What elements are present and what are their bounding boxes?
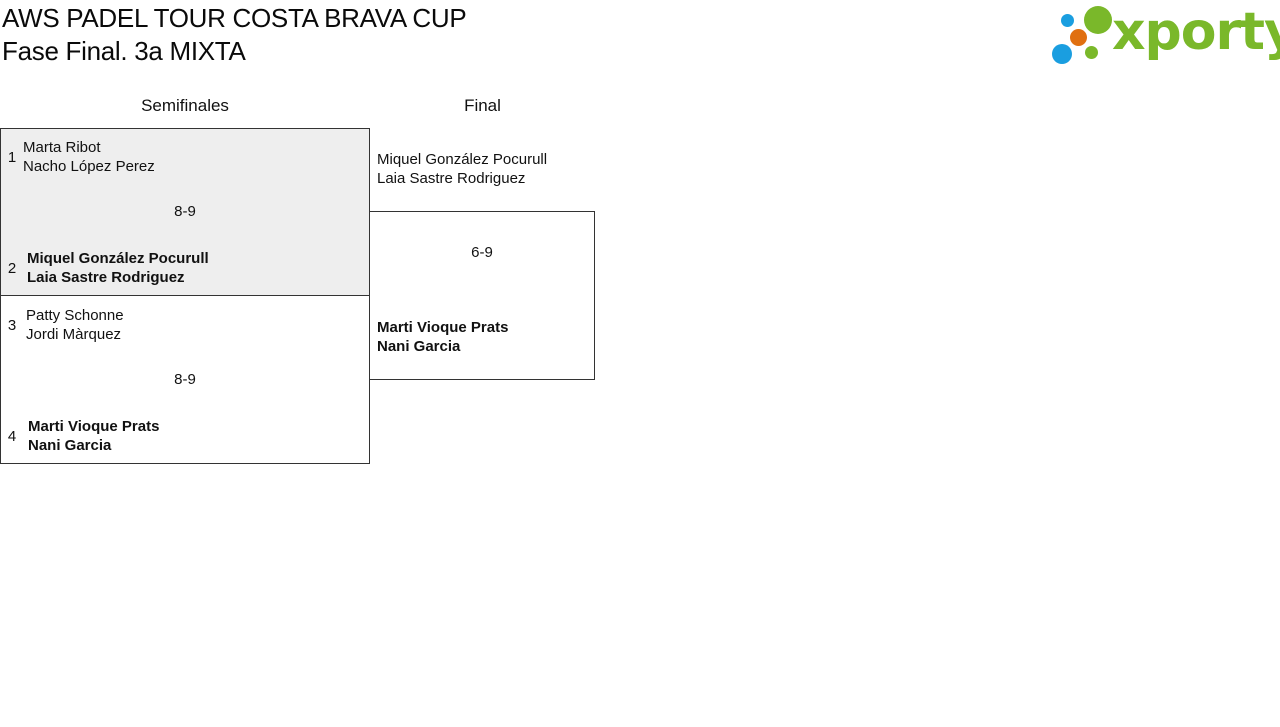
team-seed: 1 [7, 148, 17, 166]
team-row-winner[interactable]: 4 Marti Vioque Prats Nani Garcia [1, 417, 160, 455]
phase-title: Fase Final. 3a MIXTA [2, 36, 246, 66]
logo-dot-blue-large [1052, 44, 1072, 64]
team-players: Patty Schonne Jordi Màrquez [26, 306, 124, 344]
logo-dot-blue-small [1061, 14, 1074, 27]
player-name: Laia Sastre Rodriguez [27, 269, 185, 286]
team-players: Miquel González Pocurull Laia Sastre Rod… [377, 150, 547, 188]
final-match[interactable]: 6-9 Marti Vioque Prats Nani Garcia [369, 211, 595, 380]
match-score: 6-9 [471, 244, 493, 261]
team-players: Marti Vioque Prats Nani Garcia [377, 318, 508, 356]
team-players: Miquel González Pocurull Laia Sastre Rod… [27, 249, 209, 287]
round-header-final: Final [464, 96, 501, 115]
player-name: Jordi Màrquez [26, 326, 122, 343]
team-seed: 4 [7, 427, 17, 445]
player-name: Marti Vioque Prats [28, 418, 160, 435]
logo-wordmark: xporty [1112, 2, 1280, 62]
player-name: Marta Ribot [23, 139, 101, 156]
xporty-logo[interactable]: xporty [1050, 2, 1280, 68]
bracket-connector [369, 128, 370, 464]
player-name: Nacho López Perez [23, 158, 155, 175]
player-name: Nani Garcia [377, 338, 461, 355]
player-name: Patty Schonne [26, 307, 124, 324]
team-players: Marta Ribot Nacho López Perez [23, 138, 155, 176]
final-team-winner[interactable]: Marti Vioque Prats Nani Garcia [377, 318, 508, 356]
page-title: AWS PADEL TOUR COSTA BRAVA CUP Fase Fina… [2, 2, 467, 68]
player-name: Laia Sastre Rodriguez [377, 170, 526, 187]
round-header-semifinales: Semifinales [141, 96, 229, 115]
logo-dot-orange [1070, 29, 1087, 46]
match-score: 8-9 [174, 371, 196, 388]
player-name: Nani Garcia [28, 437, 112, 454]
logo-dot-green-large [1084, 6, 1112, 34]
match-score: 8-9 [174, 203, 196, 220]
semifinal-match-2[interactable]: 3 Patty Schonne Jordi Màrquez 8-9 4 Mart… [0, 295, 370, 464]
final-team-top[interactable]: Miquel González Pocurull Laia Sastre Rod… [377, 150, 547, 188]
player-name: Marti Vioque Prats [377, 319, 509, 336]
player-name: Miquel González Pocurull [27, 250, 209, 267]
team-row-winner[interactable]: 2 Miquel González Pocurull Laia Sastre R… [1, 249, 209, 287]
logo-dot-green-small [1085, 46, 1098, 59]
team-seed: 2 [7, 259, 17, 277]
team-players: Marti Vioque Prats Nani Garcia [28, 417, 159, 455]
tournament-title: AWS PADEL TOUR COSTA BRAVA CUP [2, 3, 467, 33]
player-name: Miquel González Pocurull [377, 151, 548, 168]
team-row[interactable]: 3 Patty Schonne Jordi Màrquez [1, 306, 124, 344]
team-row[interactable]: 1 Marta Ribot Nacho López Perez [1, 138, 155, 176]
semifinal-match-1[interactable]: 1 Marta Ribot Nacho López Perez 8-9 2 Mi… [0, 128, 370, 296]
team-seed: 3 [7, 316, 17, 334]
